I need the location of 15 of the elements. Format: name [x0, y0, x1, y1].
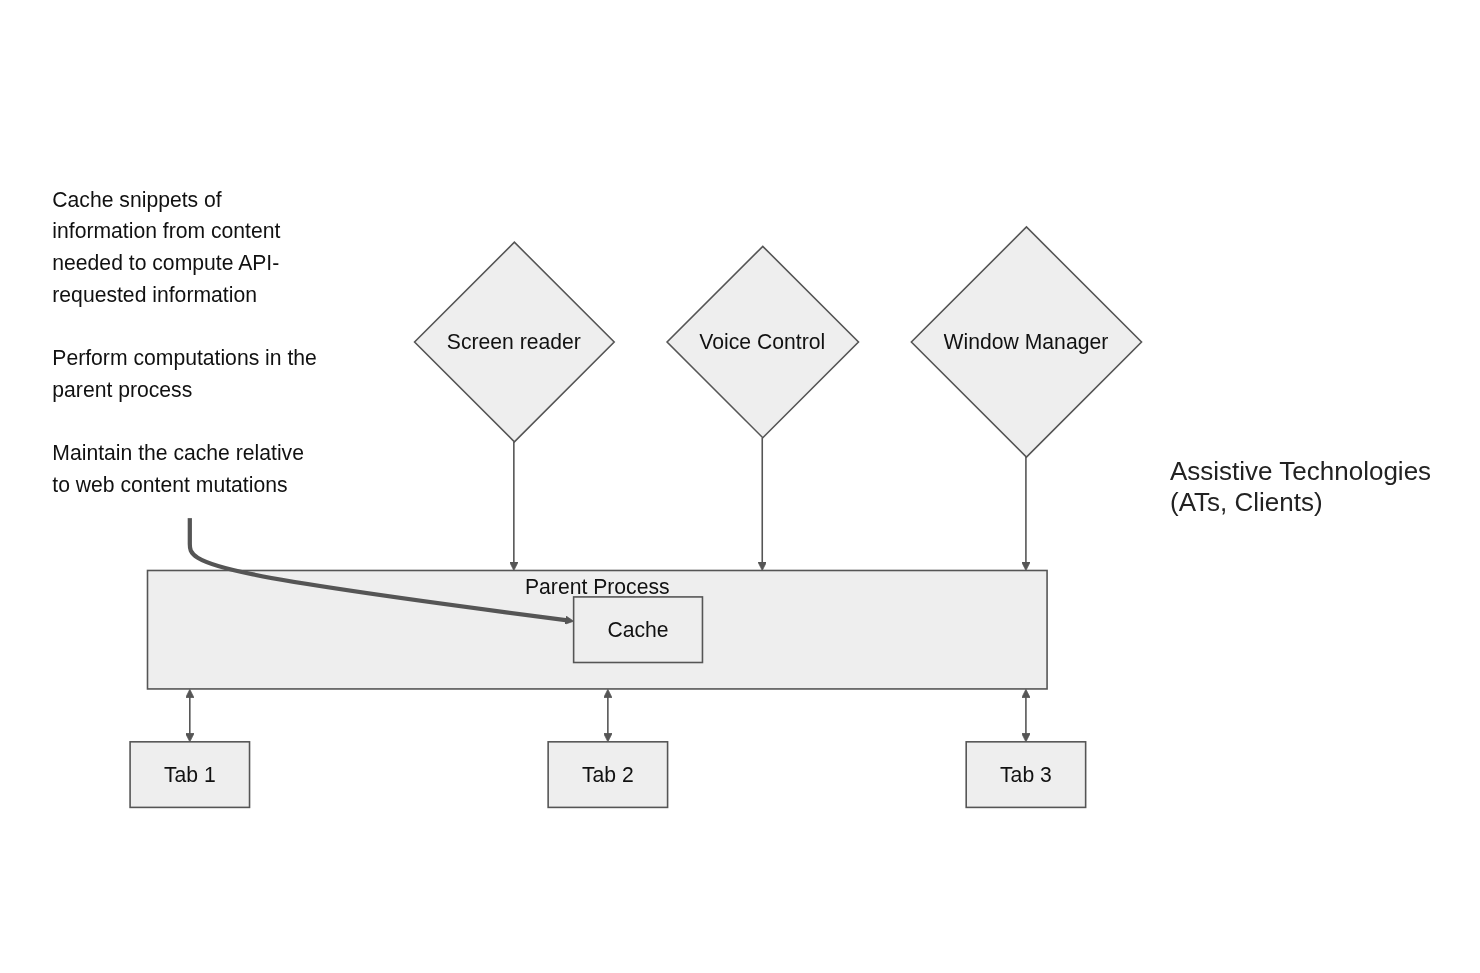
node-box: Tab 3 — [965, 740, 1087, 808]
arrow — [603, 688, 613, 742]
arrow — [185, 688, 195, 742]
node-diamond: Voice Control — [665, 244, 860, 439]
note-text: Assistive Technologies (ATs, Clients) — [1170, 455, 1433, 518]
node-text: Cache snippets of information from content needed to compute API-requested information Perform computations in the parent process Maintain the cache relative to web content mutations — [52, 187, 317, 497]
arrow — [757, 436, 767, 571]
node-diamond: Window Manager — [910, 225, 1143, 458]
node-box: Cache — [572, 595, 704, 663]
arrow — [1021, 688, 1031, 742]
arrow — [1021, 455, 1031, 571]
node-box: Tab 2 — [547, 740, 669, 808]
node-box: Tab 1 — [129, 740, 251, 808]
arrow — [509, 440, 519, 571]
node-diamond: Screen reader — [413, 240, 616, 443]
